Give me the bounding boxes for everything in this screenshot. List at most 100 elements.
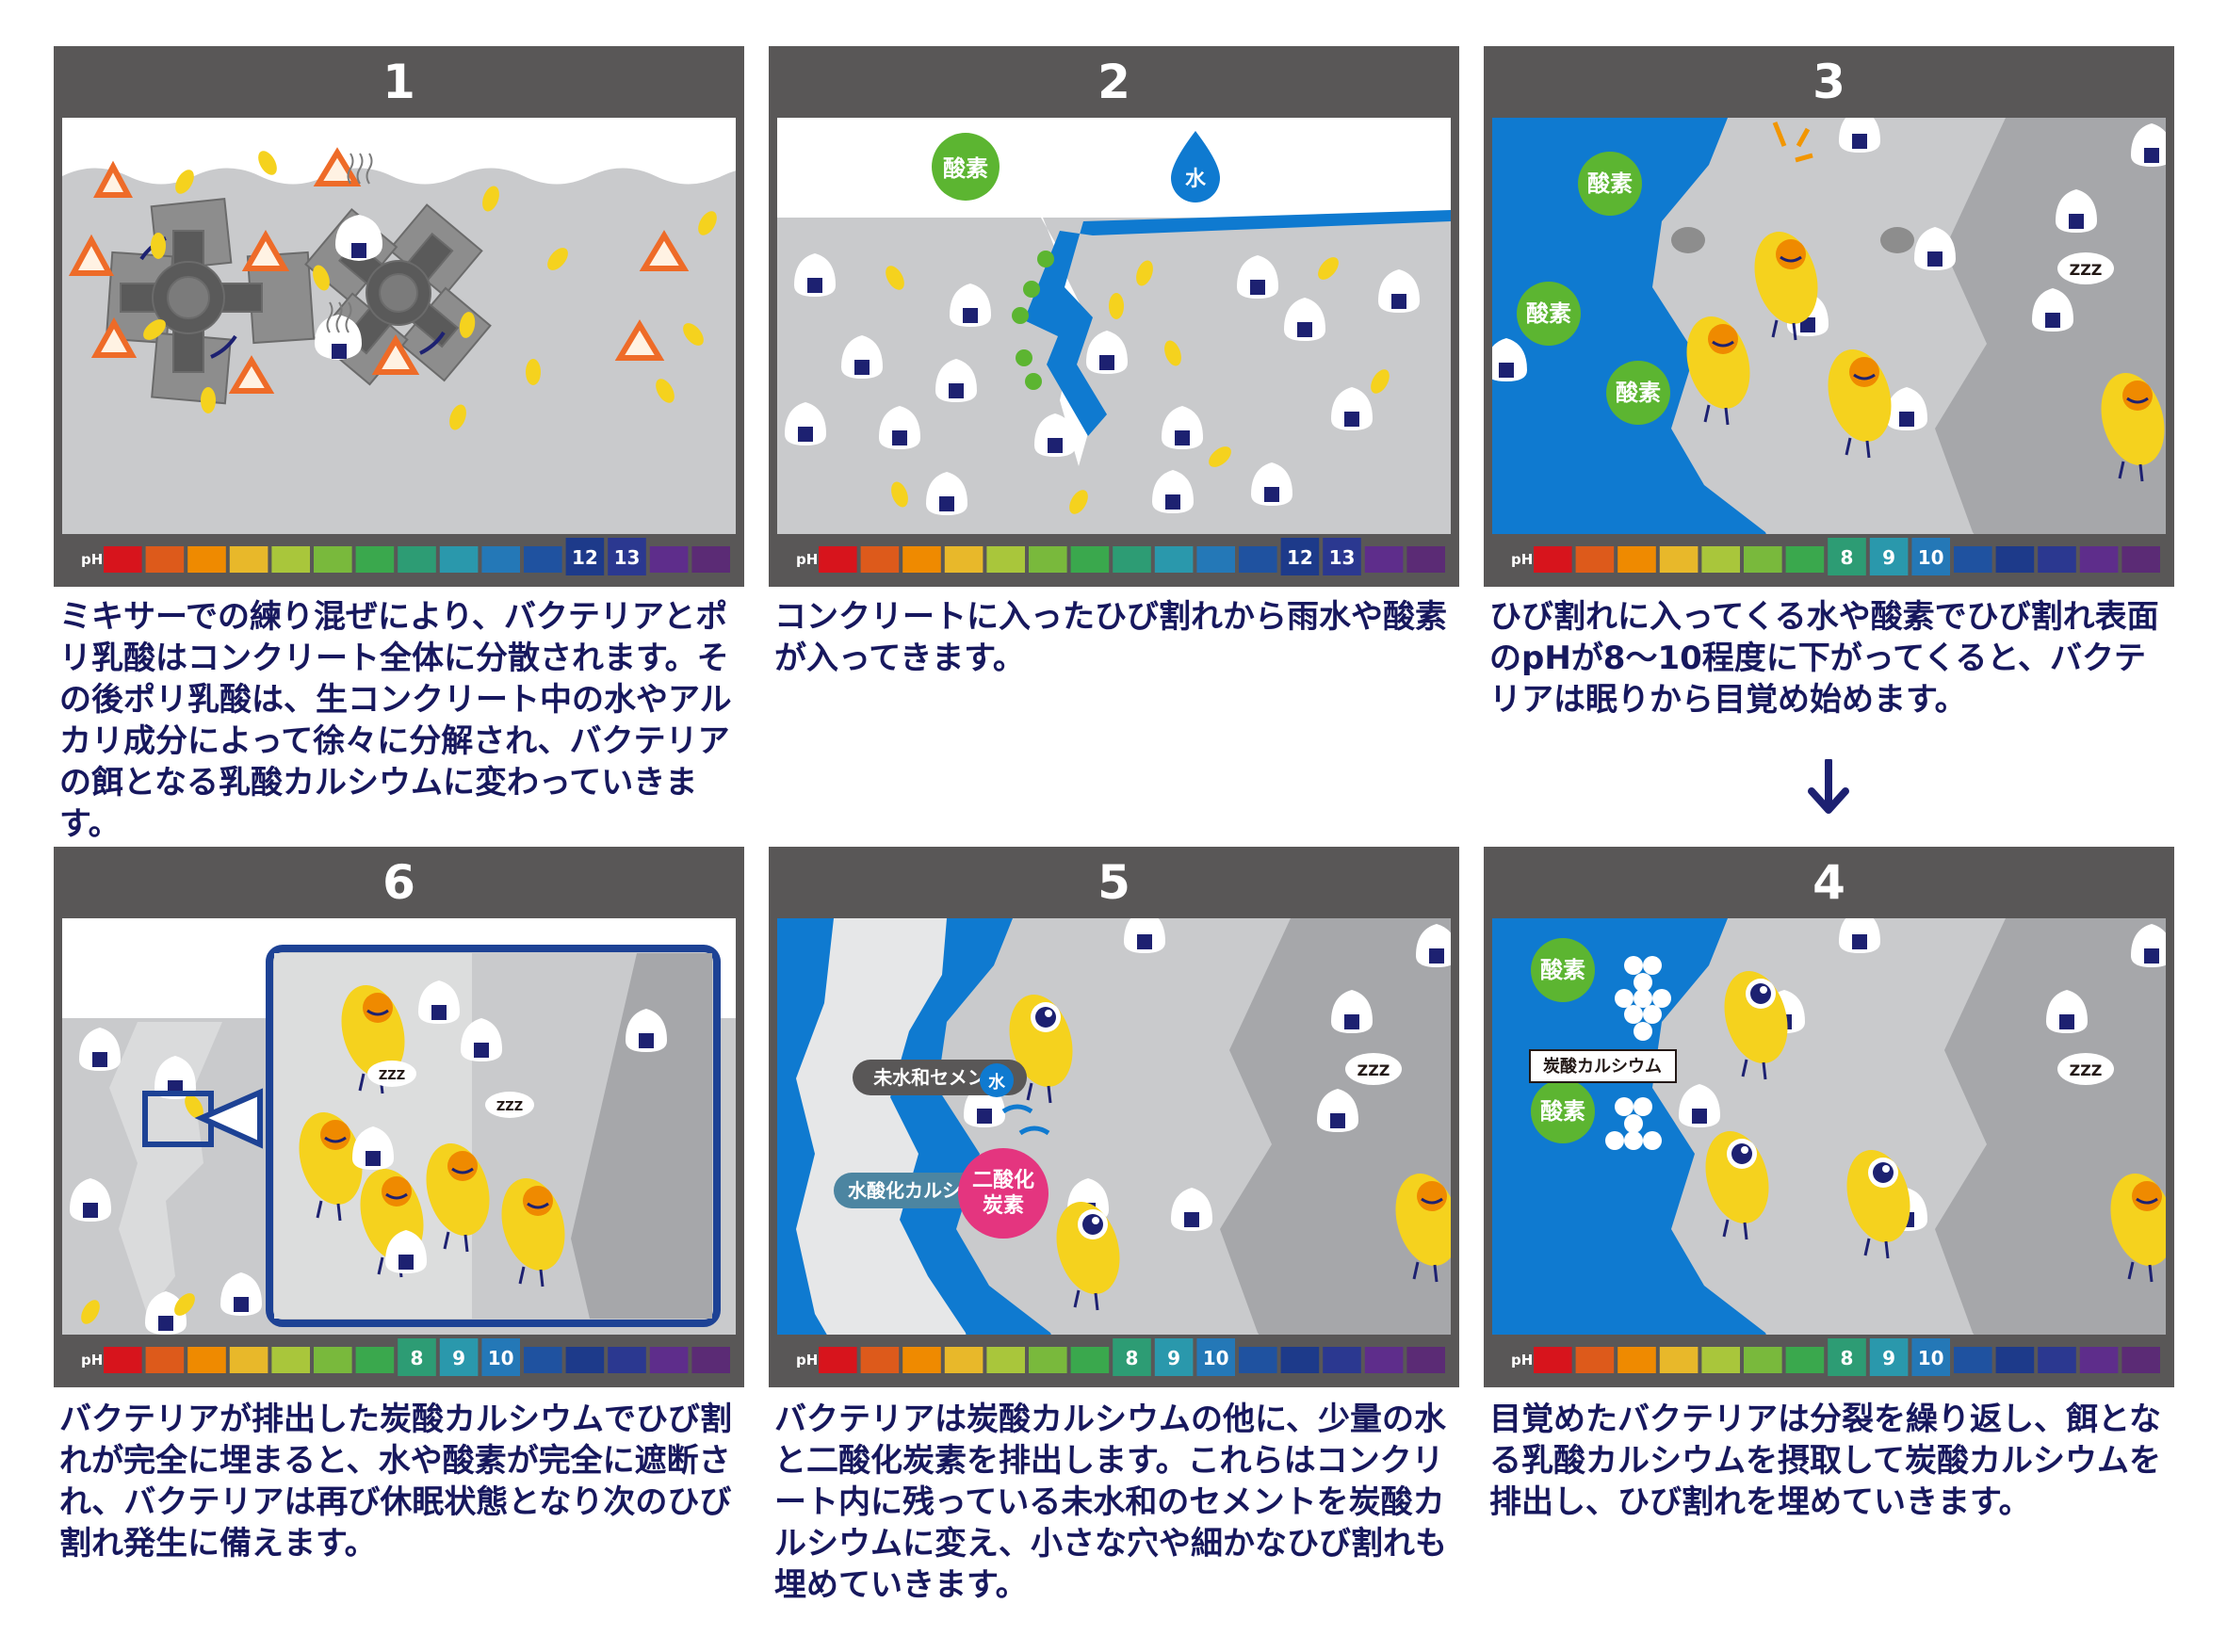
bacteria-character <box>1056 1201 1120 1311</box>
calcium-lactate-onigiri <box>626 1009 667 1052</box>
calcium-lactate-onigiri <box>2056 189 2097 233</box>
svg-text:炭素: 炭素 <box>983 1193 1024 1218</box>
oxygen-bubble <box>932 133 1000 201</box>
ph-cell <box>229 1347 268 1373</box>
ph-cell <box>439 1338 479 1376</box>
calcium-lactate-onigiri <box>145 1291 187 1335</box>
oxygen-label: 酸素 <box>943 155 988 182</box>
calcium-lactate-onigiri <box>935 359 977 402</box>
ph-cell <box>398 1338 436 1376</box>
calcium-lactate-onigiri <box>785 402 826 445</box>
ph-cell <box>1364 546 1404 573</box>
calcium-lactate-onigiri <box>1317 1089 1358 1132</box>
ph-cell <box>691 1347 730 1373</box>
ph-cell <box>1911 1338 1950 1376</box>
svg-text:pH: pH <box>796 1352 818 1369</box>
step-number: 4 <box>1812 855 1845 910</box>
step-caption-3: ひび割れに入ってくる水や酸素でひび割れ表面のpHが8〜10程度に下がってくると、… <box>1489 598 2159 719</box>
svg-text:ZZZ: ZZZ <box>379 1069 405 1083</box>
svg-text:pH: pH <box>81 551 103 568</box>
ph-cell <box>1070 546 1110 573</box>
calcium-lactate-onigiri <box>1152 470 1194 513</box>
ph-cell <box>439 546 479 573</box>
ph-cell <box>986 1347 1025 1373</box>
water-in-crack <box>1492 118 1784 578</box>
ph-cell <box>1196 1338 1235 1376</box>
calcium-lactate-onigiri <box>220 1272 262 1316</box>
ph-cell <box>1323 1347 1361 1373</box>
ph-value-label: 8 <box>411 1347 424 1369</box>
ph-cell <box>271 1347 310 1373</box>
calcium-lactate-onigiri <box>418 980 460 1024</box>
ph-cell <box>104 546 142 573</box>
ph-cell <box>1323 538 1361 575</box>
ph-cell <box>1954 546 1992 573</box>
svg-text:二酸化: 二酸化 <box>972 1168 1034 1192</box>
zoom-callout <box>194 945 721 1327</box>
calcium-lactate-onigiri <box>1171 1188 1212 1231</box>
ph-cell <box>649 546 689 573</box>
ph-cell <box>986 546 1025 573</box>
svg-text:pH: pH <box>1511 551 1533 568</box>
bacteria-character <box>1828 348 1892 459</box>
water-label: 水 <box>1185 168 1207 191</box>
filled-calcium-carbonate <box>796 918 975 1379</box>
ph-cell <box>1280 1347 1320 1373</box>
ph-cell <box>860 1347 900 1373</box>
ph-cell <box>902 1347 941 1373</box>
ph-value-label: 13 <box>614 546 641 569</box>
calcium-lactate-onigiri <box>794 253 836 297</box>
bacteria-waking <box>1686 231 2165 482</box>
ph-value-label: 8 <box>1841 546 1854 569</box>
bacteria-character <box>1846 1149 1910 1259</box>
ph-cell <box>1534 1347 1572 1373</box>
ph-cell <box>1280 538 1320 575</box>
bacteria-character <box>1686 316 1750 426</box>
ph-cell <box>1534 546 1572 573</box>
ph-cell <box>1828 538 1866 575</box>
ph-cell <box>1828 1338 1866 1376</box>
ph-cell <box>2121 546 2160 573</box>
calcium-lactate-onigiri <box>879 406 920 449</box>
ph-cell <box>2121 1347 2160 1373</box>
ph-cell <box>608 1347 646 1373</box>
ph-cell <box>1239 546 1277 573</box>
polylactic-acid-shapes <box>68 147 690 394</box>
water-label: 水 <box>988 1072 1006 1093</box>
ph-cell <box>1029 546 1067 573</box>
ph-cell <box>314 546 352 573</box>
ph-cell <box>1744 1347 1782 1373</box>
ph-cell <box>944 546 983 573</box>
ph-value-label: 8 <box>1126 1347 1139 1369</box>
co2-bubble <box>958 1148 1048 1239</box>
ph-cell <box>1701 546 1740 573</box>
ph-cell <box>145 546 185 573</box>
ph-cell <box>1070 1347 1110 1373</box>
ph-cell <box>1785 546 1825 573</box>
ph-cell <box>1785 1347 1825 1373</box>
ph-cell <box>2038 1347 2076 1373</box>
ph-cell <box>691 546 730 573</box>
calcium-lactate-onigiri <box>2032 288 2073 332</box>
ph-value-label: 9 <box>1882 546 1895 569</box>
crack-water-channel <box>1024 210 1451 436</box>
down-arrow-icon <box>1808 759 1849 814</box>
ph-cell <box>1659 1347 1699 1373</box>
ph-cell <box>1869 538 1909 575</box>
step-caption-6: バクテリアが排出した炭酸カルシウムでひび割れが完全に埋まると、水や酸素が完全に遮… <box>59 1401 732 1563</box>
bacteria-sleeping <box>299 984 565 1288</box>
step-caption-4: 目覚めたバクテリアは分裂を繰り返し、餌となる乳酸カルシウムを摂取して炭酸カルシウ… <box>1489 1401 2161 1521</box>
svg-text:酸素: 酸素 <box>1540 1098 1585 1125</box>
step-number: 5 <box>1097 855 1130 910</box>
ph-cell <box>187 546 226 573</box>
ph-cell <box>2079 1347 2119 1373</box>
ph-cell <box>1617 546 1656 573</box>
calcium-lactate-onigiri <box>70 1178 111 1222</box>
